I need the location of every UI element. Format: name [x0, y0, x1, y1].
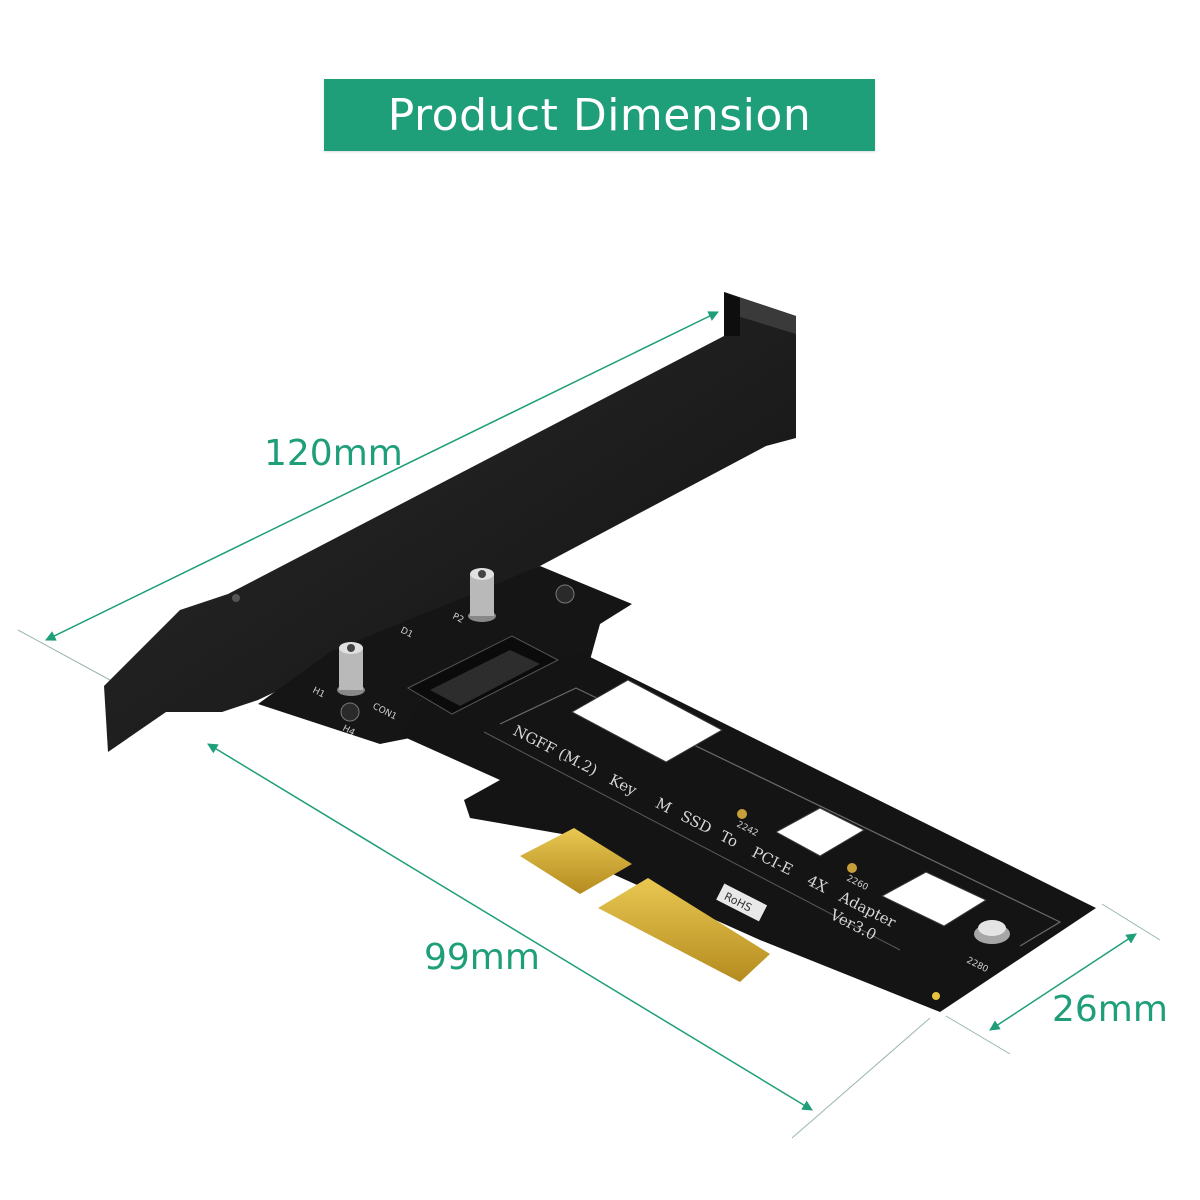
- standoff-2: [468, 568, 496, 622]
- dimension-length-label: 120mm: [264, 433, 403, 474]
- pcb-top-section: [258, 566, 632, 744]
- page-title: Product Dimension: [387, 89, 812, 141]
- dimension-26mm-line: [945, 903, 1161, 1055]
- dimension-120mm-line: [17, 311, 719, 681]
- retention-screw: [974, 920, 1010, 944]
- standoff-1: [337, 642, 365, 696]
- silkscreen-m: M: [653, 794, 675, 817]
- dimension-width-label: 26mm: [1052, 989, 1168, 1030]
- pcb-board: [402, 635, 1096, 1012]
- dimension-99mm-line: [207, 743, 931, 1139]
- pcie-gold-fingers: [520, 828, 770, 982]
- dimension-pcb-length-label: 99mm: [424, 937, 540, 978]
- screw-holes: [340, 584, 575, 722]
- title-banner: Product Dimension: [324, 79, 875, 151]
- header-label-p2: P2: [451, 612, 465, 626]
- pci-bracket: [104, 292, 796, 752]
